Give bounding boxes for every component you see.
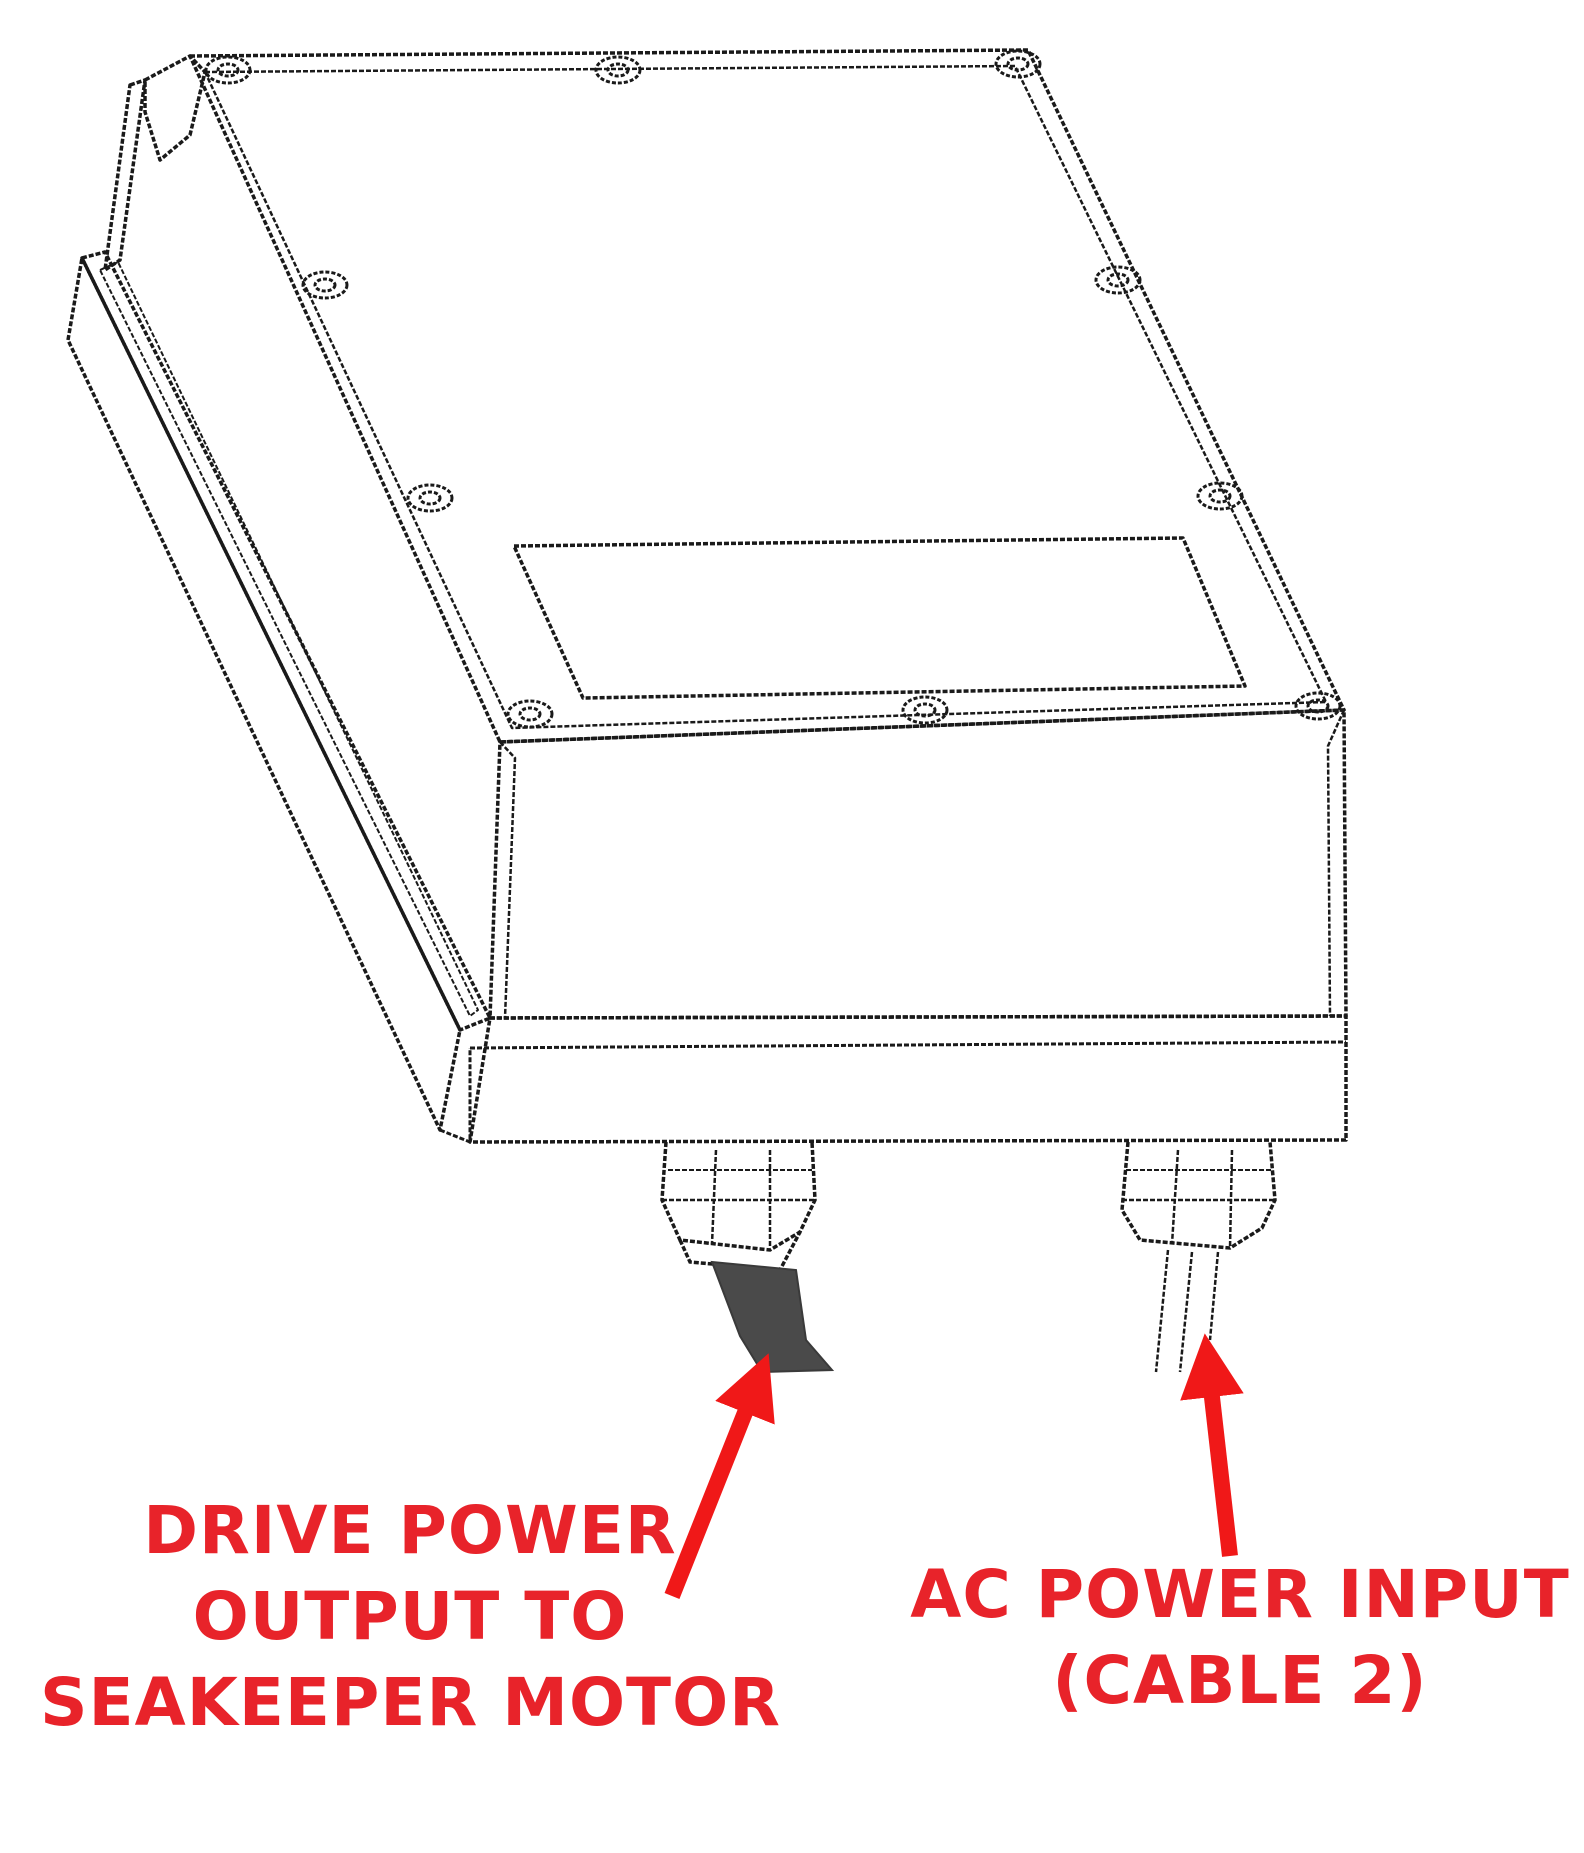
- ac-power-input-label: AC POWER INPUT (CABLE 2): [910, 1552, 1570, 1724]
- drive-power-output-label: DRIVE POWER OUTPUT TO SEAKEEPER MOTOR: [40, 1488, 780, 1746]
- base-flange-line: [469, 1040, 1347, 1050]
- screw-icon: [204, 55, 252, 85]
- enclosure-outline: [66, 48, 1348, 1144]
- arrow-to-ac-cable: [1180, 1333, 1244, 1557]
- screw-icon: [506, 699, 554, 729]
- ac-label-line-1: AC POWER INPUT: [910, 1556, 1570, 1633]
- ac-label-line-2: (CABLE 2): [1052, 1642, 1428, 1719]
- drive-label-line-2: OUTPUT TO: [192, 1578, 628, 1655]
- left-side-panel: [80, 250, 492, 1032]
- left-lower-side: [66, 256, 462, 1132]
- lid-rim: [203, 64, 1328, 730]
- drive-label-line-1: DRIVE POWER: [143, 1492, 677, 1569]
- screw-icon: [1294, 691, 1342, 721]
- screw-icon: [1196, 481, 1244, 511]
- ac-cable-gland: [1120, 1141, 1277, 1250]
- drive-label-line-3: SEAKEEPER MOTOR: [40, 1664, 781, 1741]
- front-face-left-edge: [499, 741, 517, 1019]
- arrow-to-drive-cable: [664, 1353, 775, 1599]
- drive-power-cable: [710, 1260, 835, 1374]
- left-hinge: [143, 54, 207, 162]
- screw-icon: [1094, 265, 1142, 295]
- ac-power-cable: [1154, 1249, 1220, 1373]
- front-face-right-edge: [1326, 709, 1346, 1017]
- left-side-panel-inner: [99, 261, 479, 1017]
- screw-icon: [901, 695, 949, 725]
- base-flange: [468, 1014, 1348, 1144]
- lid-top-face: [188, 48, 1346, 744]
- lid-screws: [204, 49, 1342, 729]
- left-side-top: [103, 78, 147, 272]
- drive-cable-gland: [660, 1141, 817, 1272]
- screw-icon: [594, 55, 642, 85]
- callout-arrows: [664, 1333, 1244, 1599]
- screw-icon: [301, 270, 349, 300]
- front-face-upper: [488, 708, 1348, 1020]
- base-flange-left: [439, 1048, 472, 1144]
- screw-icon: [406, 483, 454, 513]
- screw-icon: [994, 49, 1042, 79]
- label-plate: [512, 536, 1247, 700]
